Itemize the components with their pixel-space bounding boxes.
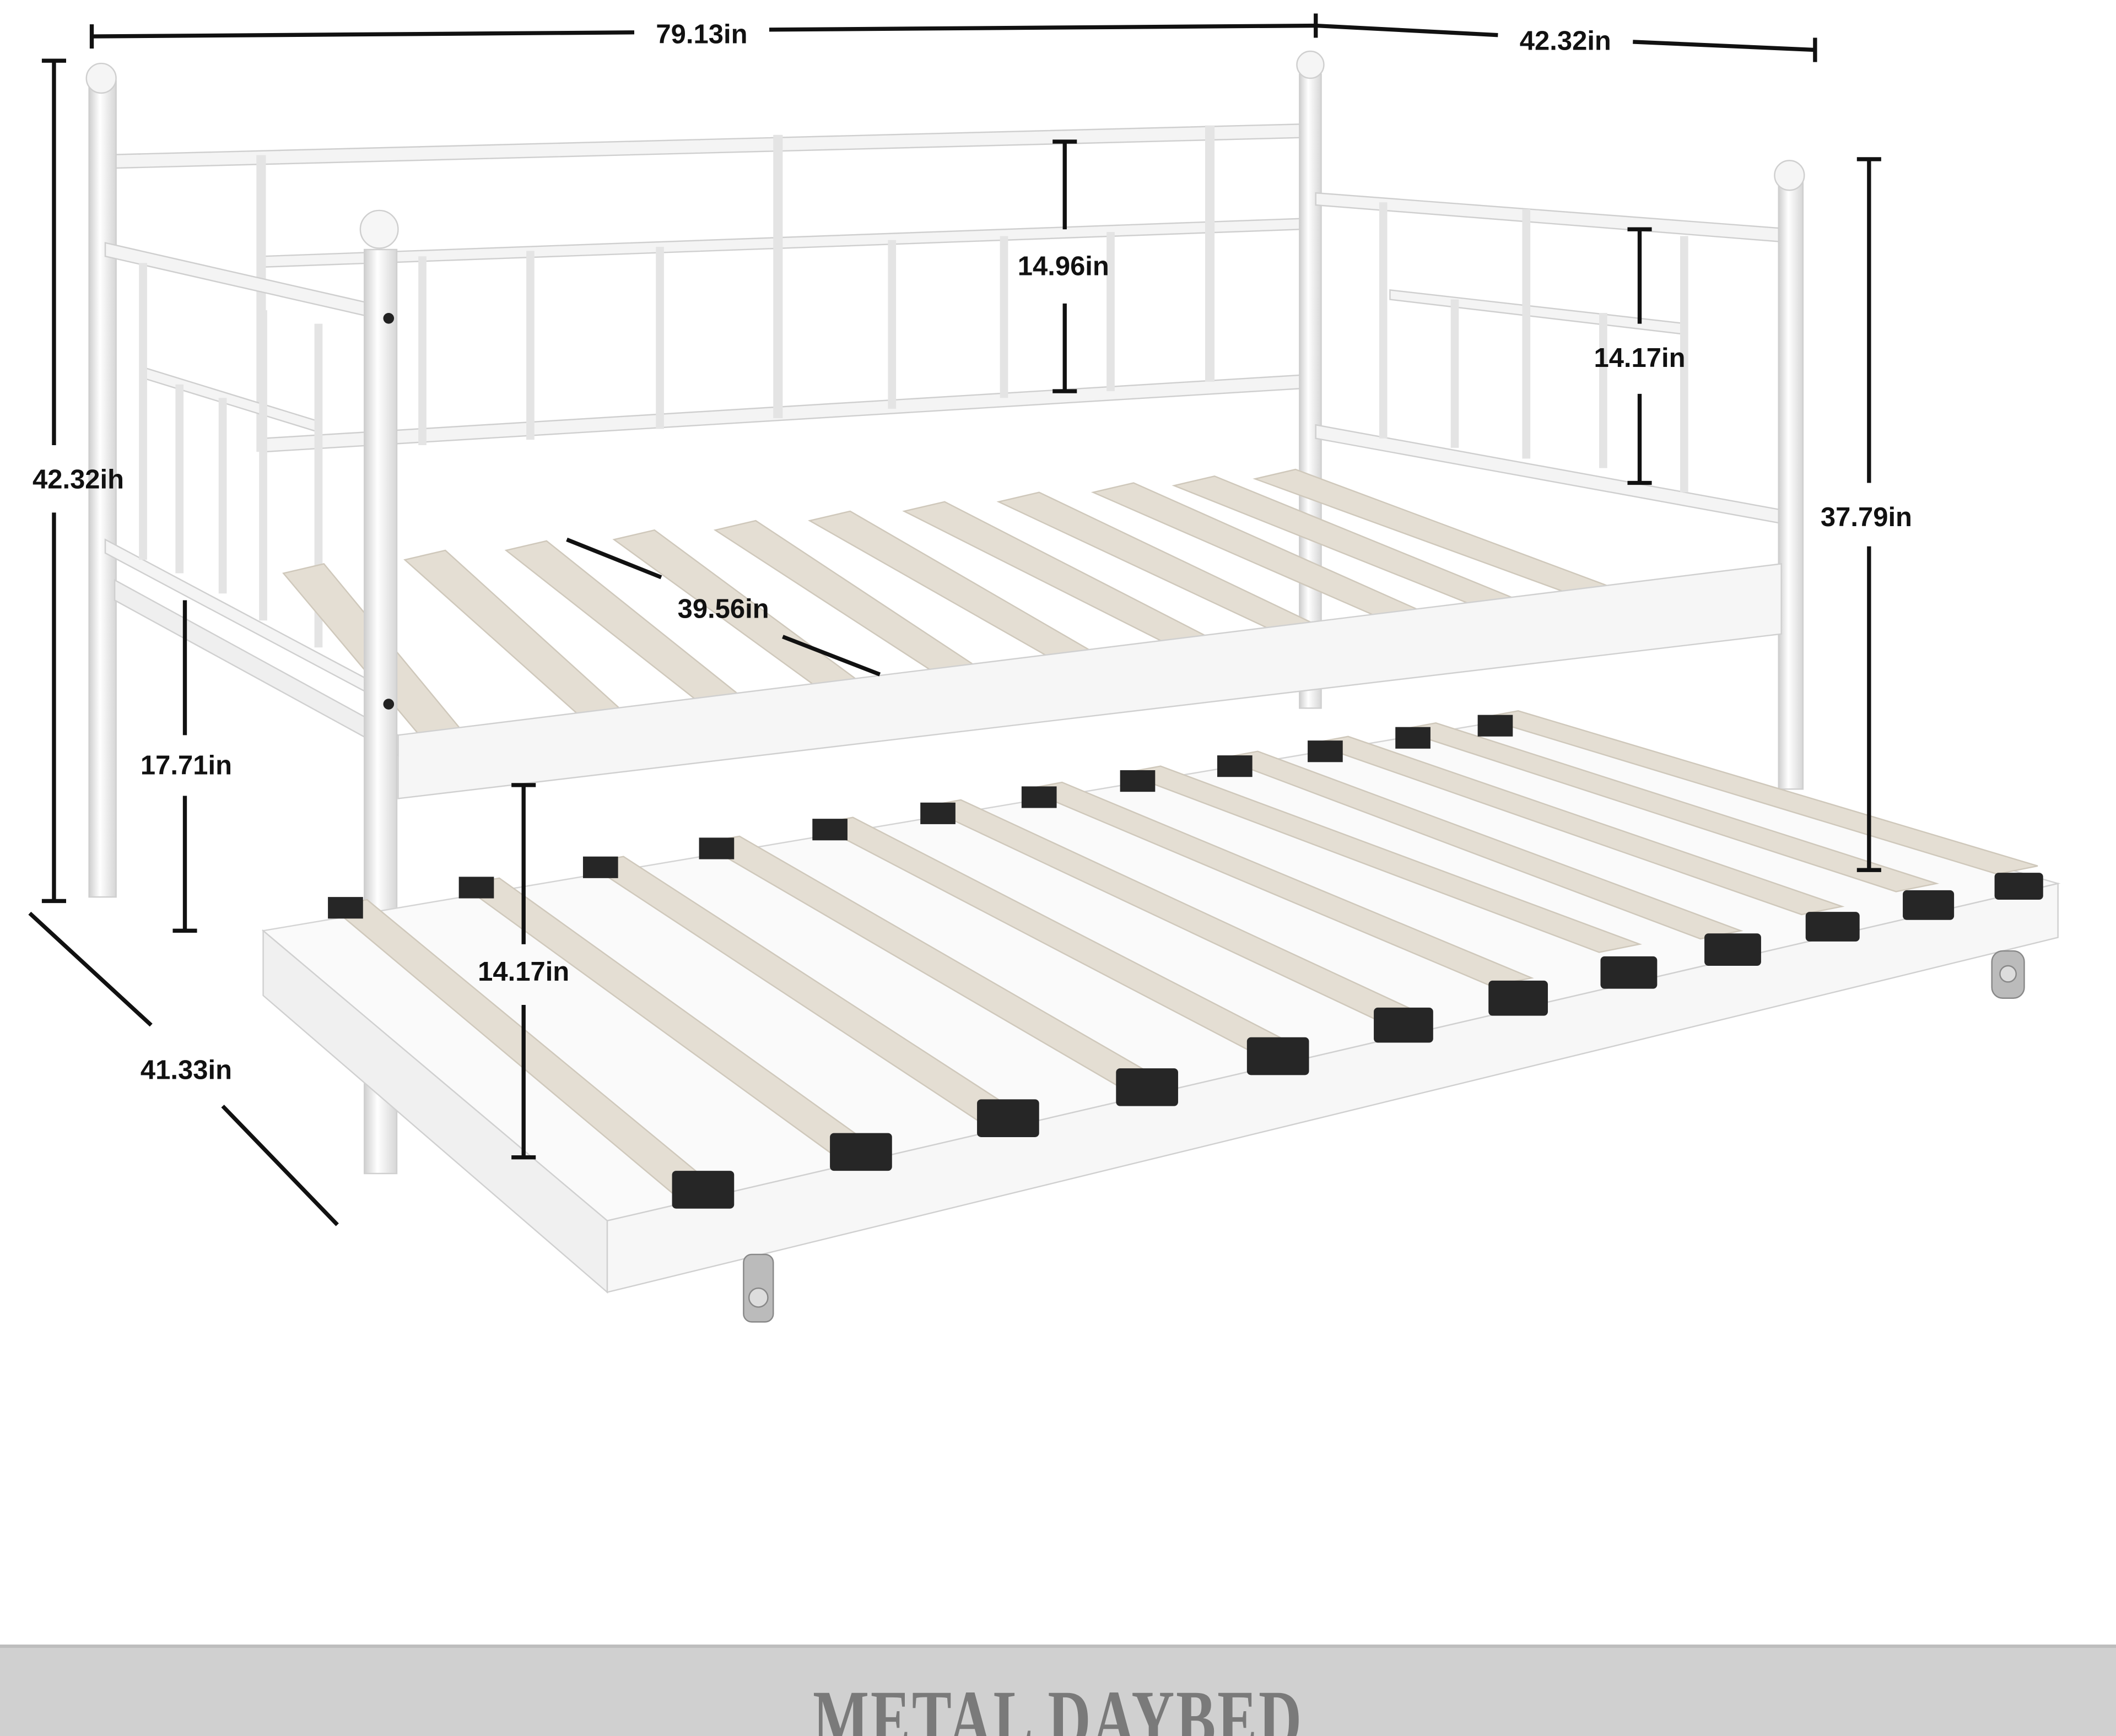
- label-backrest-height: 14.96in: [1018, 251, 1109, 281]
- slat-end-caps: [328, 715, 2043, 1209]
- caster-wheel-icon: [743, 950, 2025, 1323]
- dimension-lines: [28, 13, 1881, 1226]
- label-overall-length: 79.13in: [656, 19, 747, 49]
- title-banner: METAL DAYBED: [0, 1645, 2116, 1736]
- label-side-panel-height: 14.17in: [1594, 343, 1685, 373]
- trundle: [261, 710, 2061, 1323]
- label-trundle-depth: 41.33in: [141, 1056, 232, 1085]
- main-deck-slats: [282, 468, 1649, 743]
- dimension-labels: 79.13in 42.32in 42.32ih 14.96in 14.17in …: [33, 19, 1912, 1085]
- daybed-back-frame: [85, 50, 1805, 898]
- label-overall-height: 42.32ih: [33, 464, 124, 494]
- label-floor-clearance: 17.71in: [141, 750, 232, 780]
- label-overall-depth: 42.32in: [1520, 26, 1611, 56]
- label-slat-length: 39.56in: [678, 594, 769, 624]
- label-footboard-height: 37.79in: [1821, 502, 1912, 532]
- main-deck-front-rail: [397, 563, 1782, 799]
- banner-title: METAL DAYBED: [813, 1674, 1303, 1736]
- label-trundle-height: 14.17in: [478, 957, 569, 987]
